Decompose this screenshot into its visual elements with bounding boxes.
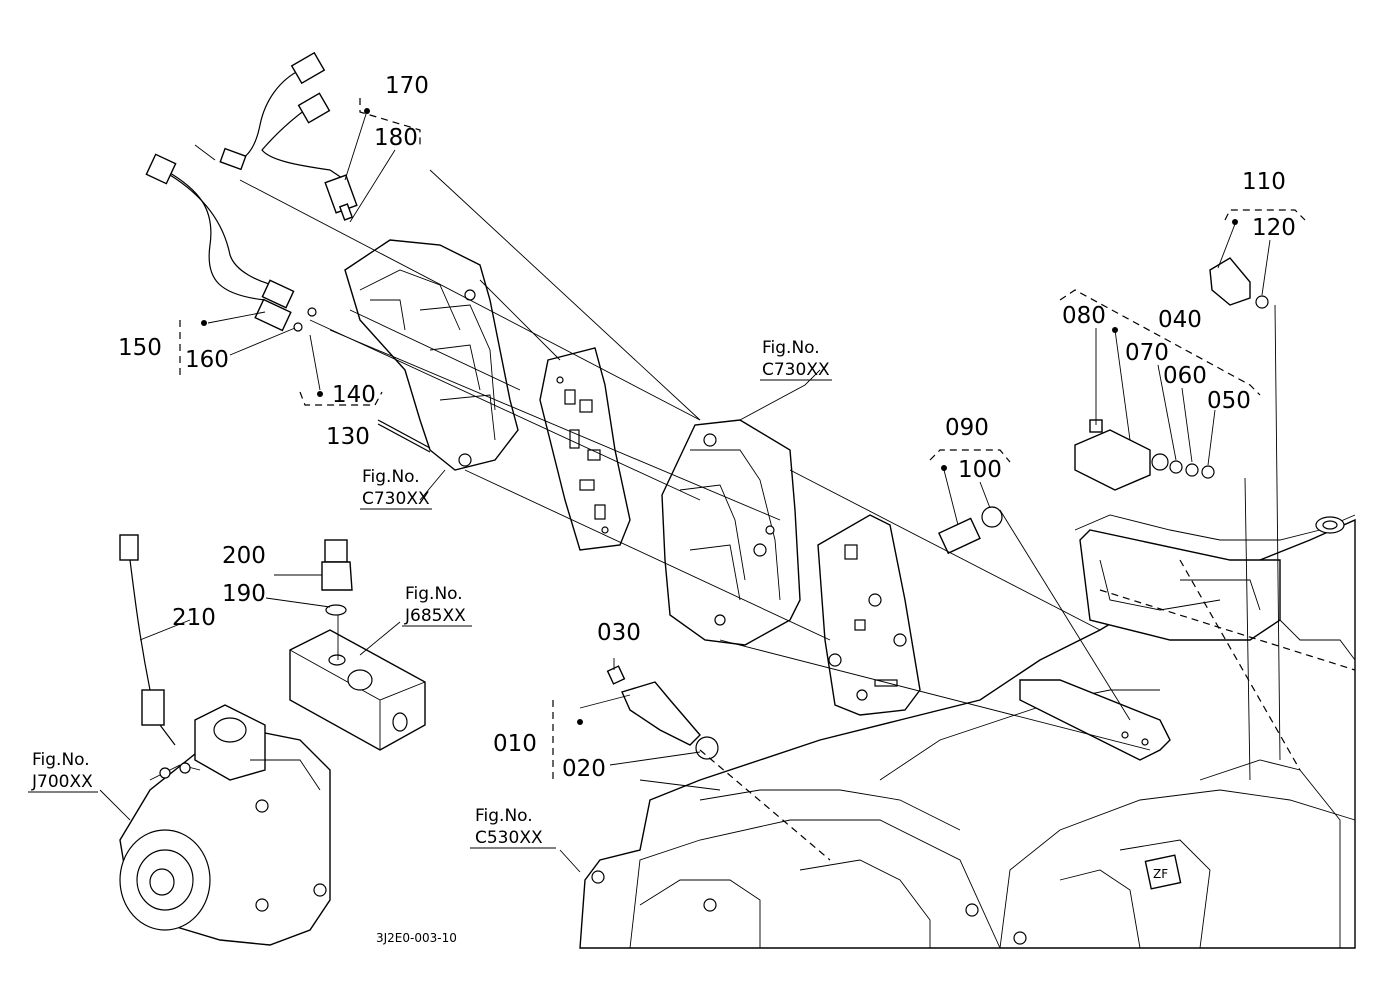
label-100[interactable]: 100 (958, 457, 1002, 483)
fig-ref-c530xx[interactable]: Fig.No. C530XX (470, 806, 556, 849)
label-020[interactable]: 020 (562, 756, 606, 782)
projection-lines (239, 169, 1356, 861)
group-dots (201, 108, 1238, 725)
svg-text:Fig.No.: Fig.No. (762, 338, 820, 358)
transmission-housing: ZF (579, 514, 1356, 949)
label-040[interactable]: 040 (1158, 307, 1202, 333)
fig-ref-j700xx[interactable]: Fig.No. J700XX (28, 750, 98, 793)
fig-ref-j685xx[interactable]: Fig.No. J685XX (402, 584, 472, 627)
label-050[interactable]: 050 (1207, 388, 1251, 414)
drawing-code: 3J2E0-003-10 (376, 931, 457, 945)
label-130[interactable]: 130 (326, 424, 370, 450)
group-brackets (179, 98, 1306, 780)
svg-text:J700XX: J700XX (31, 772, 93, 792)
svg-text:Fig.No.: Fig.No. (475, 806, 533, 826)
label-070[interactable]: 070 (1125, 340, 1169, 366)
gasket-plate-1 (539, 347, 631, 551)
wiring-harness (145, 51, 358, 332)
label-210[interactable]: 210 (172, 605, 216, 631)
figure-references: Fig.No. C730XX Fig.No. C730XX Fig.No. J6… (28, 338, 832, 849)
svg-text:C730XX: C730XX (362, 489, 430, 509)
label-120[interactable]: 120 (1252, 215, 1296, 241)
label-150[interactable]: 150 (118, 335, 162, 361)
label-080[interactable]: 080 (1062, 303, 1106, 329)
label-090[interactable]: 090 (945, 415, 989, 441)
fig-ref-c730xx-right[interactable]: Fig.No. C730XX (760, 338, 832, 381)
svg-text:J685XX: J685XX (404, 606, 466, 626)
valve-housing-middle (661, 419, 801, 646)
label-060[interactable]: 060 (1163, 363, 1207, 389)
label-170[interactable]: 170 (385, 73, 429, 99)
label-110[interactable]: 110 (1242, 169, 1286, 195)
svg-text:Fig.No.: Fig.No. (32, 750, 90, 770)
svg-text:Fig.No.: Fig.No. (405, 584, 463, 604)
label-180[interactable]: 180 (374, 125, 418, 151)
svg-text:C530XX: C530XX (475, 828, 543, 848)
part-labels: 170 180 150 160 140 130 110 120 080 040 … (118, 73, 1296, 782)
fig-ref-c730xx-left[interactable]: Fig.No. C730XX (360, 467, 432, 510)
label-160[interactable]: 160 (185, 347, 229, 373)
label-010[interactable]: 010 (493, 731, 537, 757)
small-parts (119, 203, 1269, 760)
gasket-plate-2 (817, 514, 921, 716)
svg-text:C730XX: C730XX (762, 360, 830, 380)
label-140[interactable]: 140 (332, 382, 376, 408)
label-030[interactable]: 030 (597, 620, 641, 646)
leader-lines (99, 110, 1271, 873)
svg-text:ZF: ZF (1153, 867, 1168, 881)
label-200[interactable]: 200 (222, 543, 266, 569)
valve-block (289, 629, 426, 751)
label-190[interactable]: 190 (222, 581, 266, 607)
valve-housing-upper (344, 239, 519, 471)
hydraulic-pump (119, 704, 331, 946)
svg-text:Fig.No.: Fig.No. (362, 467, 420, 487)
